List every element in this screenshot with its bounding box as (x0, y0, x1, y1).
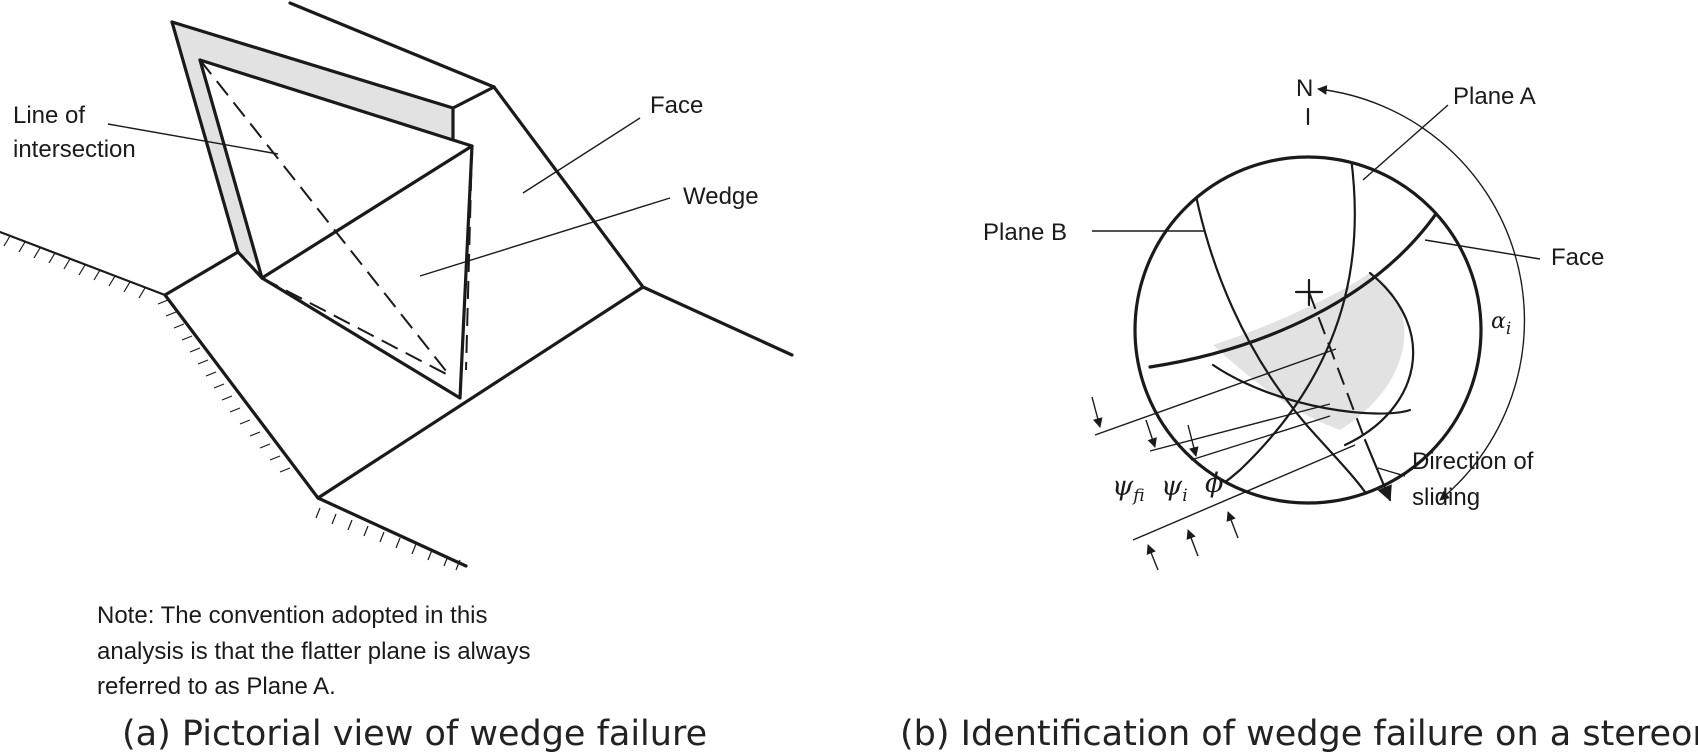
psi-i-arrow-bottom (1186, 529, 1199, 557)
direction-label-1: Direction of (1412, 448, 1534, 475)
wedge-base-step (236, 250, 264, 280)
caption-a: (a) Pictorial view of wedge failure (122, 714, 707, 754)
psi-fi-reference-line (1094, 348, 1337, 436)
toe-line (163, 250, 240, 297)
phi-label: ϕ (1205, 468, 1223, 499)
caption-b: (b) Identification of wedge failure on a… (900, 714, 1698, 754)
direction-leader (1377, 467, 1406, 477)
psi-fi-arrow-top (1091, 396, 1103, 428)
note-line-3: referred to as Plane A. (97, 673, 336, 700)
psi-fi-arrow-bottom (1146, 544, 1159, 571)
face-leader-b (1424, 239, 1541, 260)
wedge-left-edge (170, 20, 240, 254)
psi-fi-label: ψfi (1112, 471, 1145, 506)
wedge-inner-left-edge (198, 58, 264, 280)
psi-i-arrow-top (1145, 419, 1157, 448)
psi-i-reference-line (1149, 403, 1331, 452)
note-line-1: Note: The convention adopted in this (97, 602, 488, 629)
phi-arrow-bottom (1226, 511, 1239, 539)
line-of-intersection-leader (107, 123, 279, 155)
ground-hatching (0, 230, 461, 571)
wedge-label: Wedge (683, 183, 759, 210)
plane-a-label: Plane A (1453, 83, 1536, 110)
north-label: N (1296, 75, 1313, 102)
top-step-line (451, 85, 496, 110)
plane-b-label: Plane B (983, 219, 1067, 246)
wedge-outer-edge (170, 20, 455, 140)
face-leader (522, 117, 641, 194)
wedge-top-shaded-plane (172, 22, 453, 138)
phi-arrow-top (1187, 424, 1199, 457)
face-edge-line (492, 85, 794, 357)
crest-line (288, 1, 496, 89)
pictorial-view-panel: Line of intersection Face Wedge Note: Th… (0, 1, 794, 754)
wedge-inner-top-edge (198, 58, 474, 148)
stereonet-circle (1133, 155, 1483, 505)
lower-reference-line (1132, 444, 1356, 541)
stereonet-panel: N Plane A Plane B Face Direction of slid… (900, 75, 1698, 754)
psi-i-label: ψi (1161, 471, 1188, 506)
note-line-2: analysis is that the flatter plane is al… (97, 638, 531, 665)
alpha-label: αi (1491, 309, 1511, 339)
plane-a-leader (1362, 104, 1449, 181)
line-of-intersection-label-2: intersection (13, 136, 136, 163)
line-of-intersection-dashed (199, 59, 451, 377)
wedge-front-face (260, 144, 474, 400)
phi-reference-line (1190, 415, 1331, 461)
hidden-base-edge-dashed (261, 277, 451, 377)
direction-label-2: sliding (1412, 484, 1480, 511)
face-label-b: Face (1551, 244, 1604, 271)
line-of-intersection-label-1: Line of (13, 102, 85, 129)
face-base-line (316, 285, 645, 500)
wedge-leader (419, 197, 671, 277)
face-label: Face (650, 92, 703, 119)
hidden-vertical-edge-dashed (465, 145, 473, 371)
